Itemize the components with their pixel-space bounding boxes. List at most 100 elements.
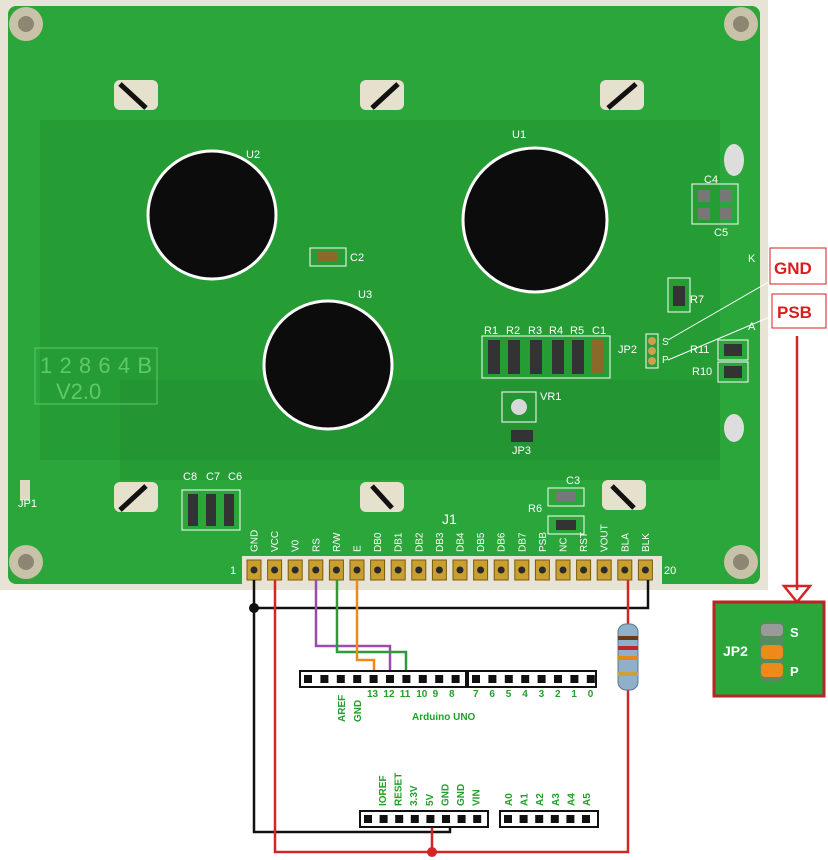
header-pin-hole bbox=[332, 566, 340, 574]
wire-e-orange bbox=[355, 580, 376, 676]
header-socket bbox=[550, 815, 559, 823]
header-pin-hole bbox=[312, 566, 320, 574]
header-socket bbox=[320, 675, 329, 683]
component-labels: C1 C2 C3 C4 C5 C6 C7 C8 R1 R2 R3 R4 R5 R… bbox=[18, 174, 756, 515]
part-label-r5: R5 bbox=[570, 325, 584, 337]
lcd-pin-label: NC bbox=[559, 538, 570, 552]
part-label-p: P bbox=[662, 355, 669, 366]
header-pin-hole bbox=[621, 566, 629, 574]
uno-pin-label: 8 bbox=[449, 689, 455, 700]
wire-rw-green bbox=[335, 580, 408, 676]
lcd-pin-label: GND bbox=[250, 530, 261, 552]
inset-p: P bbox=[790, 664, 799, 679]
part-label-c6: C6 bbox=[228, 471, 242, 483]
uno-pin-label: 1 bbox=[571, 689, 577, 700]
part-label-jp3: JP3 bbox=[512, 445, 531, 457]
wire-junction-5v bbox=[427, 847, 437, 857]
callout-box-gnd bbox=[769, 247, 827, 285]
header-pin-hole bbox=[641, 566, 649, 574]
part-label-jp1: JP1 bbox=[18, 498, 37, 510]
lcd-pin-label: DB5 bbox=[476, 532, 487, 552]
header-pin-hole bbox=[353, 566, 361, 574]
uno-pin-label: A3 bbox=[551, 793, 562, 806]
part-label-r2: R2 bbox=[506, 325, 520, 337]
chip-u1 bbox=[461, 146, 609, 294]
pin-first-label: 1 bbox=[230, 565, 236, 577]
uno-pin-label: GND bbox=[456, 784, 467, 806]
header-pin-hole bbox=[271, 566, 279, 574]
header-socket bbox=[504, 675, 513, 683]
jp2-inset: JP2 S P bbox=[712, 600, 826, 698]
lcd-pin-label: DB4 bbox=[456, 532, 467, 552]
resistor bbox=[617, 623, 639, 691]
wire-rs-purple bbox=[314, 580, 392, 676]
part-label-a: A bbox=[748, 321, 756, 333]
part-label-r10: R10 bbox=[692, 366, 712, 378]
header-pin-hole bbox=[374, 566, 382, 574]
uno-pin-label: 7 bbox=[473, 689, 479, 700]
lcd-pin-label: VCC bbox=[270, 531, 281, 552]
lcd-pin-label: DB7 bbox=[517, 532, 528, 552]
inset-label: JP2 bbox=[723, 643, 748, 659]
chip-label-u3: U3 bbox=[358, 289, 372, 301]
part-label-vr1: VR1 bbox=[540, 391, 561, 403]
callout-line-gnd bbox=[667, 279, 773, 341]
lcd-pin-label: DB6 bbox=[497, 532, 508, 552]
header-socket bbox=[504, 815, 512, 823]
header-socket bbox=[442, 815, 450, 823]
uno-pin-label: 2 bbox=[555, 689, 561, 700]
lcd-pin-label: DB0 bbox=[373, 532, 384, 552]
callout-box-psb bbox=[771, 293, 827, 329]
part-label-c2: C2 bbox=[350, 252, 364, 264]
header-socket bbox=[566, 815, 575, 823]
header-pin-hole bbox=[435, 566, 443, 574]
uno-pin-label: 4 bbox=[522, 689, 528, 700]
header-socket bbox=[554, 675, 562, 683]
model-box bbox=[34, 347, 158, 405]
header-pin-hole bbox=[415, 566, 423, 574]
part-label-c1: C1 bbox=[592, 325, 606, 337]
lcd-pin-label: V0 bbox=[291, 539, 302, 552]
header-socket bbox=[304, 675, 312, 683]
part-label-jp2: JP2 bbox=[618, 344, 637, 356]
lcd-pcb bbox=[8, 6, 760, 584]
header-socket bbox=[336, 675, 345, 683]
uno-header-right bbox=[467, 670, 597, 688]
header-socket bbox=[402, 675, 411, 683]
header-socket bbox=[488, 675, 497, 683]
header-pin-hole bbox=[291, 566, 299, 574]
callout-arrow-icon bbox=[781, 584, 813, 604]
uno-pin-label: AREF bbox=[337, 695, 348, 722]
smd-components bbox=[20, 144, 749, 535]
header-pin-hole bbox=[497, 566, 505, 574]
uno-pin-label: VIN bbox=[472, 789, 483, 806]
part-label-c8: C8 bbox=[183, 471, 197, 483]
lcd-pin-label: VOUT bbox=[600, 524, 611, 552]
part-label-r4: R4 bbox=[549, 325, 563, 337]
uno-pin-label: A1 bbox=[520, 793, 531, 806]
uno-pin-label: 3.3V bbox=[409, 785, 420, 806]
header-pin-hole bbox=[538, 566, 546, 574]
callout-gnd: GND bbox=[774, 259, 812, 278]
part-label-s: S bbox=[662, 337, 669, 348]
uno-pin-label: 13 bbox=[367, 689, 379, 700]
trace-area bbox=[120, 380, 720, 480]
header-socket bbox=[353, 675, 362, 683]
header-pin-hole bbox=[600, 566, 608, 574]
part-label-c7: C7 bbox=[206, 471, 220, 483]
part-label-c3: C3 bbox=[566, 475, 580, 487]
chip-label-u2: U2 bbox=[246, 149, 260, 161]
header-socket bbox=[435, 675, 444, 683]
lcd-pin-label: DB2 bbox=[414, 532, 425, 552]
lcd-pin-label: PSB bbox=[538, 532, 549, 552]
callout-psb: PSB bbox=[777, 303, 812, 322]
header-pin-hole bbox=[394, 566, 402, 574]
uno-pin-label: RESET bbox=[394, 773, 405, 806]
uno-pin-label: 0 bbox=[588, 689, 594, 700]
header-socket bbox=[379, 815, 388, 823]
wire-junction-gnd bbox=[249, 603, 259, 613]
header-socket bbox=[386, 675, 394, 683]
lcd-pin-label: R/W bbox=[332, 532, 343, 552]
header-socket bbox=[472, 675, 480, 683]
